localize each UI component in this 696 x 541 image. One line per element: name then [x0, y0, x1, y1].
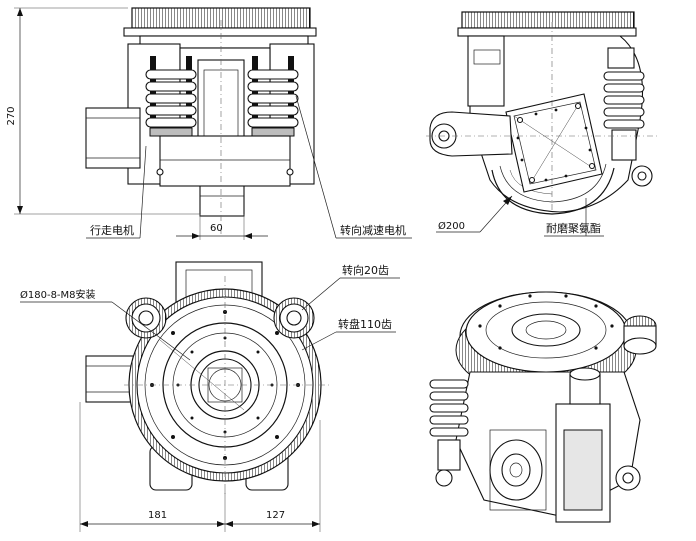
side-spring: [603, 47, 653, 187]
steer-gear-label: 转向20齿: [342, 263, 389, 277]
drive-motor-body: [85, 107, 141, 169]
bolt-holes: [150, 310, 300, 460]
motor-flange: [505, 93, 603, 193]
height-dimension: 270: [6, 106, 17, 125]
center-width-dimension: 60: [210, 223, 223, 234]
left-spring: [145, 56, 197, 137]
mount-pattern-label: Ø180-8-M8安装: [20, 288, 96, 301]
polyurethane-label: 耐磨聚氨酯: [546, 222, 601, 235]
turntable-gear-label: 转盘110齿: [338, 317, 392, 331]
isometric-view: [429, 291, 657, 523]
right-spring: [247, 56, 299, 137]
wheel-diameter-dimension: Ø200: [438, 220, 465, 232]
right-extent-dimension: 127: [266, 510, 285, 521]
steering-gear-right: [273, 297, 315, 339]
steering-motor-label: 转向减速电机: [340, 223, 406, 237]
front-view: 270 60 行走电机 转向减速电机: [6, 7, 412, 240]
drive-motor-label: 行走电机: [90, 223, 134, 237]
left-extent-dimension: 181: [148, 510, 167, 521]
top-view: Ø180-8-M8安装 转向20齿 转盘110齿 181 127: [20, 261, 400, 532]
steering-gear-left: [125, 297, 167, 339]
side-view: Ø200 耐磨聚氨酯: [426, 11, 660, 237]
iso-spring: [429, 379, 469, 487]
